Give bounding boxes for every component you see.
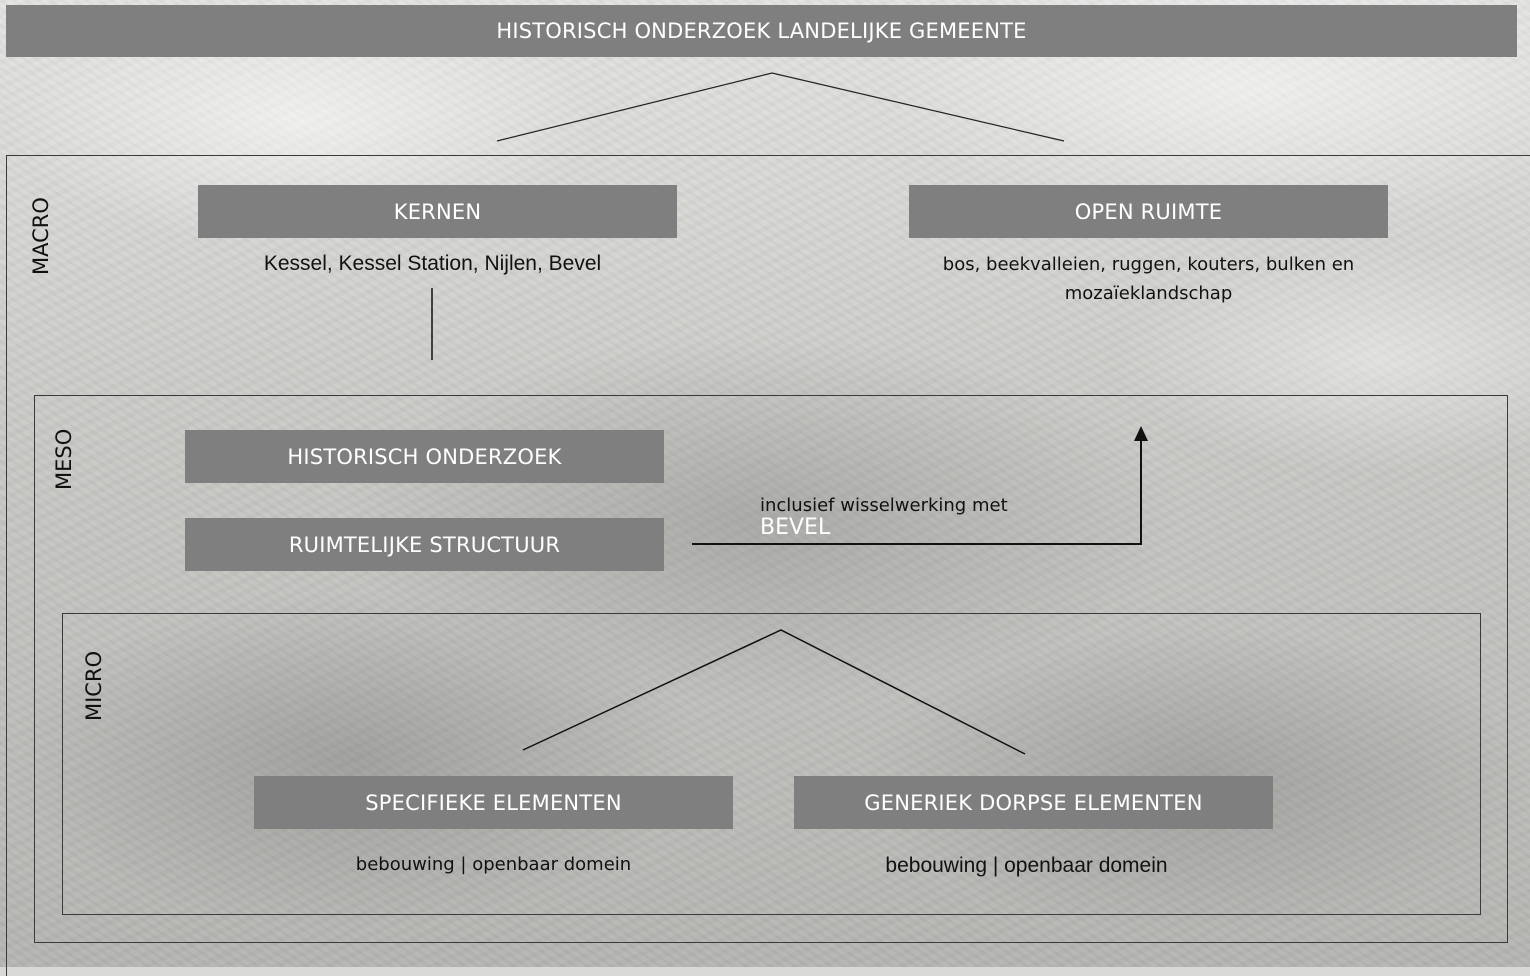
micro-frame xyxy=(62,613,1481,915)
macro-frame xyxy=(6,155,1530,976)
historisch-onderzoek-box: HISTORISCH ONDERZOEK xyxy=(185,430,664,483)
historisch-onderzoek-label: HISTORISCH ONDERZOEK xyxy=(287,444,562,469)
macro-level-label: MACRO xyxy=(29,197,53,275)
open-ruimte-detail-line1: bos, beekvalleien, ruggen, kouters, bulk… xyxy=(942,254,1355,275)
micro-branch-line xyxy=(522,629,1026,755)
header-title: HISTORISCH ONDERZOEK LANDELIJKE GEMEENTE xyxy=(496,19,1027,43)
kernen-box: KERNEN xyxy=(198,185,677,238)
interaction-arrow-line xyxy=(692,440,1142,545)
ruimtelijke-structuur-box: RUIMTELIJKE STRUCTUUR xyxy=(185,518,664,571)
header-branch-line xyxy=(496,72,1065,142)
header-title-box: HISTORISCH ONDERZOEK LANDELIJKE GEMEENTE xyxy=(6,5,1517,57)
generiek-detail: bebouwing | openbaar domein xyxy=(885,854,1168,877)
open-ruimte-label: OPEN RUIMTE xyxy=(1074,199,1223,224)
interaction-note: inclusief wisselwerking met xyxy=(760,495,1008,516)
kernen-detail: Kessel, Kessel Station, Nijlen, Bevel xyxy=(263,252,602,275)
kernen-label: KERNEN xyxy=(393,199,482,224)
meso-frame xyxy=(34,395,1508,943)
open-ruimte-detail-line2: mozaïeklandschap xyxy=(1064,283,1233,304)
arrow-head-icon xyxy=(1134,426,1148,441)
specifieke-elementen-box: SPECIFIEKE ELEMENTEN xyxy=(254,776,733,829)
specifieke-elementen-label: SPECIFIEKE ELEMENTEN xyxy=(365,790,622,815)
generiek-dorpse-elementen-box: GENERIEK DORPSE ELEMENTEN xyxy=(794,776,1273,829)
open-ruimte-box: OPEN RUIMTE xyxy=(909,185,1388,238)
bevel-overlay-text: BEVEL xyxy=(760,515,831,540)
micro-level-label: MICRO xyxy=(82,650,106,721)
generiek-dorpse-elementen-label: GENERIEK DORPSE ELEMENTEN xyxy=(864,790,1203,815)
meso-level-label: MESO xyxy=(52,428,76,490)
specifieke-detail: bebouwing | openbaar domein xyxy=(355,854,632,875)
ruimtelijke-structuur-label: RUIMTELIJKE STRUCTUUR xyxy=(288,532,561,557)
